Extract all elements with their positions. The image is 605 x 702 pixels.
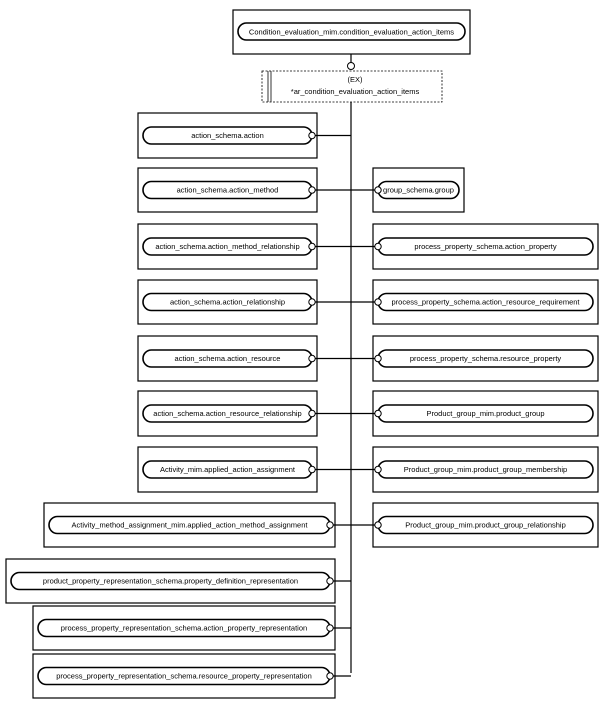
- left-entity-8: product_property_representation_schema.p…: [5, 558, 351, 604]
- right-entity-label: Product_group_mim.product_group: [427, 409, 545, 418]
- right-connector-circle: [374, 465, 382, 474]
- left-entity-label: process_property_representation_schema.a…: [61, 624, 307, 633]
- right-entity-label: process_property_schema.resource_propert…: [410, 354, 562, 363]
- left-entity-6: Activity_mim.applied_action_assignment: [137, 446, 351, 493]
- right-connector-circle: [374, 298, 382, 306]
- left-entity-label: action_schema.action_method_relationship: [155, 242, 299, 251]
- right-entity-0: group_schema.group: [351, 167, 465, 213]
- left-entity-9: process_property_representation_schema.a…: [32, 605, 351, 651]
- right-entity-label: Product_group_mim.product_group_membersh…: [404, 465, 567, 474]
- left-entity-label: process_property_representation_schema.r…: [56, 672, 312, 681]
- select-type-name: *ar_condition_evaluation_action_items: [291, 87, 420, 96]
- left-entity-2: action_schema.action_method_relationship: [137, 223, 351, 270]
- left-entity-5: action_schema.action_resource_relationsh…: [137, 390, 351, 437]
- top-entity-label: Condition_evaluation_mim.condition_evalu…: [249, 28, 454, 37]
- left-connector-circle: [326, 577, 334, 585]
- right-entity-3: process_property_schema.resource_propert…: [351, 335, 599, 382]
- left-connector-circle: [308, 242, 316, 251]
- select-type-marker: (EX): [348, 75, 364, 84]
- left-entity-4: action_schema.action_resource: [137, 335, 351, 382]
- select-type-box: (EX) *ar_condition_evaluation_action_ite…: [261, 70, 443, 103]
- left-entity-10: process_property_representation_schema.r…: [32, 653, 351, 699]
- right-connector-circle: [374, 242, 382, 251]
- left-entity-label: action_schema.action_method: [177, 186, 279, 195]
- left-entity-7: Activity_method_assignment_mim.applied_a…: [43, 502, 351, 548]
- left-connector-circle: [308, 131, 316, 140]
- left-connector-circle: [308, 354, 316, 363]
- left-entity-label: Activity_method_assignment_mim.applied_a…: [72, 521, 309, 530]
- left-connector-circle: [308, 298, 316, 306]
- right-entity-6: Product_group_mim.product_group_relation…: [351, 502, 599, 548]
- left-connector-circle: [326, 624, 334, 632]
- left-entity-label: action_schema.action_resource_relationsh…: [153, 409, 301, 418]
- left-connector-circle: [308, 465, 316, 474]
- left-entity-label: product_property_representation_schema.p…: [43, 577, 298, 586]
- top-connector-circle: [347, 62, 355, 70]
- right-entity-5: Product_group_mim.product_group_membersh…: [351, 446, 599, 493]
- left-connector-circle: [326, 672, 334, 680]
- right-entity-label: group_schema.group: [383, 186, 454, 195]
- right-connector-circle: [374, 409, 382, 418]
- left-entity-1: action_schema.action_method: [137, 167, 351, 213]
- left-entities: action_schema.action action_schema.action…: [5, 112, 351, 699]
- left-entity-0: action_schema.action: [137, 112, 351, 159]
- left-entity-label: action_schema.action_relationship: [170, 298, 285, 307]
- left-entity-label: action_schema.action_resource: [175, 354, 281, 363]
- left-entity-label: Activity_mim.applied_action_assignment: [160, 465, 296, 474]
- left-connector-circle: [308, 409, 316, 418]
- left-connector-circle: [326, 521, 334, 529]
- top-entity: Condition_evaluation_mim.condition_evalu…: [232, 9, 471, 55]
- left-entity-label: action_schema.action: [191, 131, 264, 140]
- right-entity-4: Product_group_mim.product_group: [351, 390, 599, 437]
- right-entity-label: process_property_schema.action_resource_…: [391, 298, 580, 307]
- right-connector-circle: [374, 186, 382, 194]
- right-entity-label: process_property_schema.action_property: [414, 242, 556, 251]
- right-entity-1: process_property_schema.action_property: [351, 223, 599, 270]
- right-connector-circle: [374, 354, 382, 363]
- left-connector-circle: [308, 186, 316, 194]
- right-connector-circle: [374, 521, 382, 529]
- left-entity-3: action_schema.action_relationship: [137, 279, 351, 325]
- right-entity-label: Product_group_mim.product_group_relation…: [405, 521, 566, 530]
- right-entity-2: process_property_schema.action_resource_…: [351, 279, 599, 325]
- right-entities: group_schema.group process_property_schem…: [351, 167, 599, 548]
